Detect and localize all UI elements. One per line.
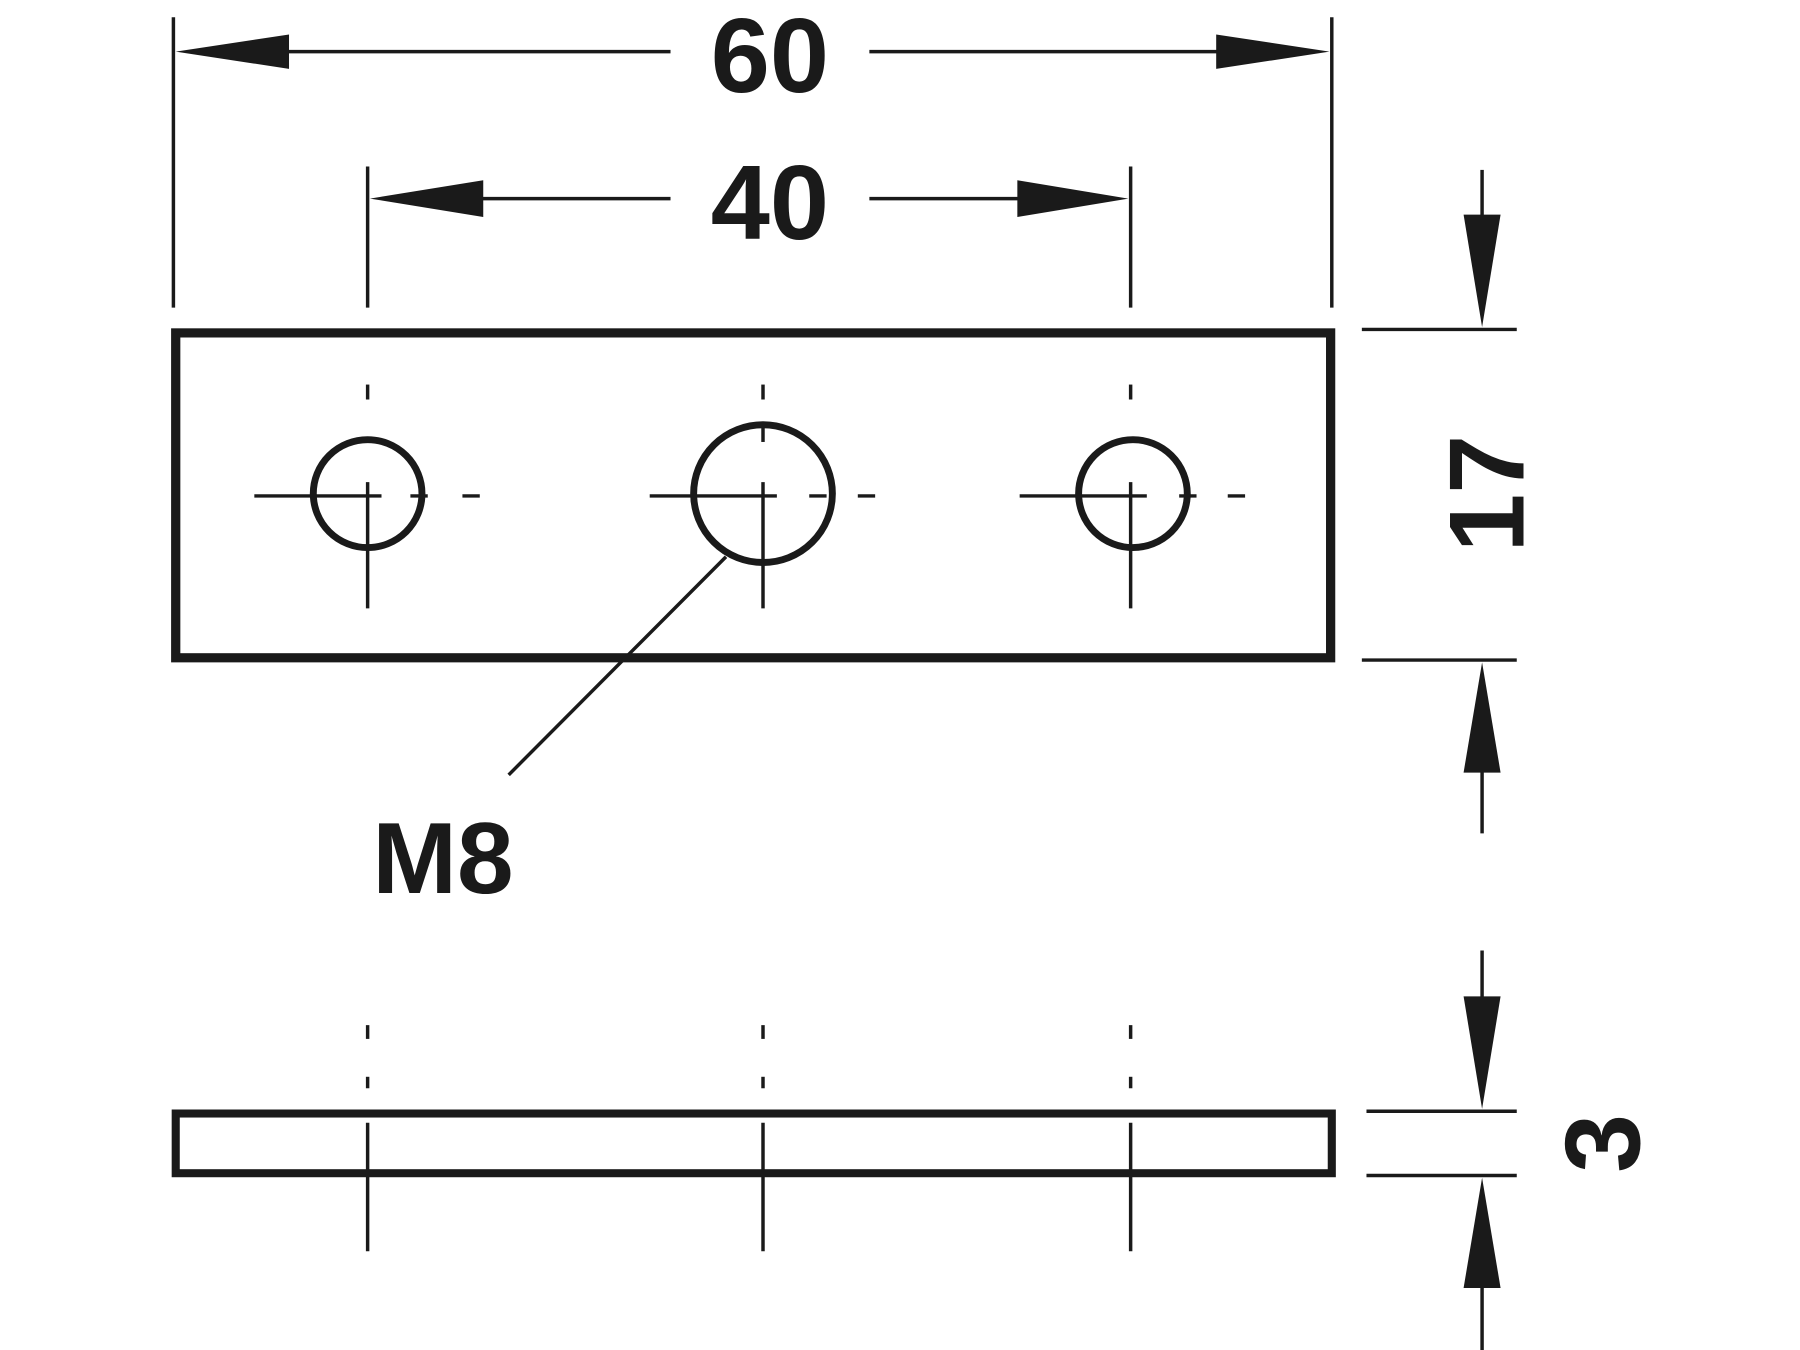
dimension-17: 17 — [1361, 169, 1547, 834]
plate-side-view — [171, 1109, 1336, 1178]
side-center-lines — [365, 1025, 1133, 1252]
dimension-label-60: 60 — [711, 0, 829, 115]
hole-right — [1075, 436, 1191, 552]
arrowhead-icon — [1463, 1177, 1501, 1289]
leader-line — [507, 555, 728, 777]
dimension-label-17: 17 — [1428, 435, 1546, 552]
arrowhead-icon — [1216, 34, 1330, 69]
arrowhead-icon — [1463, 996, 1501, 1109]
dimension-3: 3 — [1366, 950, 1662, 1350]
center-lines — [254, 384, 1246, 609]
arrowhead-icon — [1463, 214, 1501, 328]
holes — [254, 384, 1246, 609]
dimension-label-40: 40 — [711, 144, 829, 262]
arrowhead-icon — [1017, 180, 1129, 217]
arrowhead-icon — [369, 180, 484, 217]
arrowhead-icon — [175, 34, 290, 69]
arrowhead-icon — [1463, 662, 1501, 773]
thread-label: M8 — [372, 802, 513, 915]
dimension-60: 60 — [171, 0, 1334, 308]
dimension-label-3: 3 — [1544, 1114, 1662, 1173]
plate-top-view — [171, 328, 1336, 663]
dimension-40: 40 — [365, 144, 1133, 308]
